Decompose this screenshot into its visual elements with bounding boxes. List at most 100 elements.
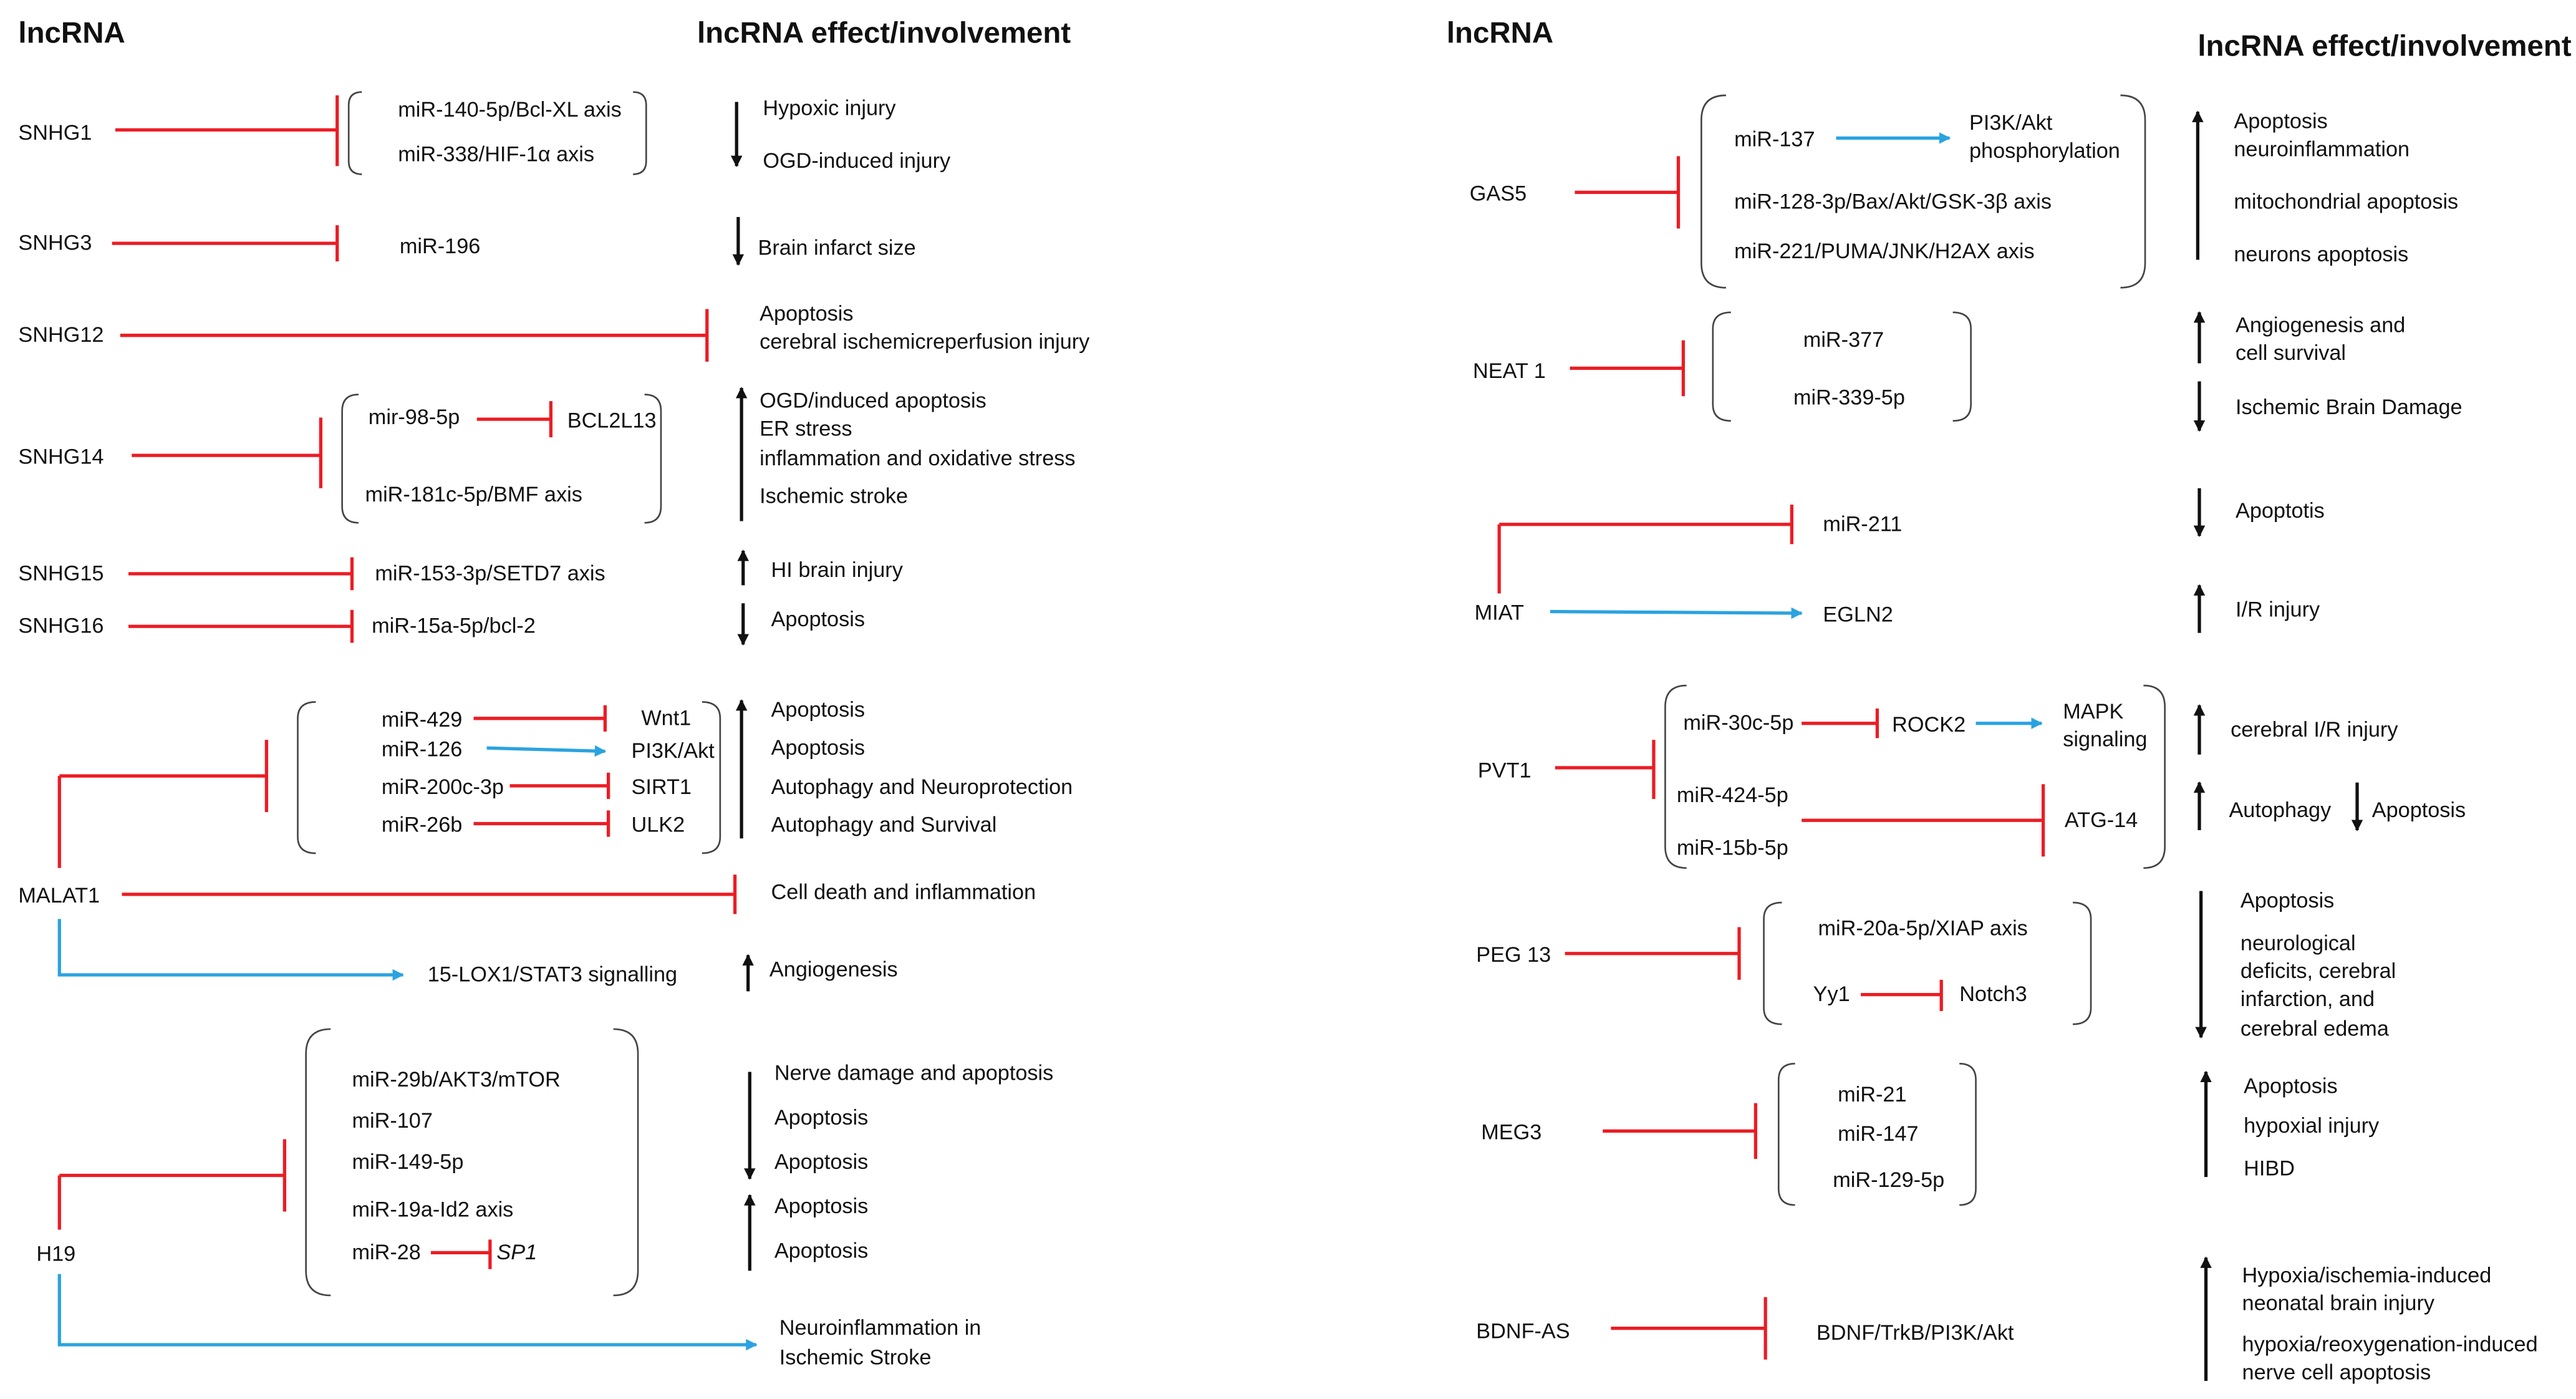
bracket-malat1-close xyxy=(702,701,721,854)
target-snhg14-1b: BCL2L13 xyxy=(567,409,657,432)
gene-gas5-pi3k-1: PI3K/Akt xyxy=(1969,111,2053,135)
inhibit-peg13 xyxy=(1565,927,1943,1011)
gene-malat1-sirt1: SIRT1 xyxy=(632,775,692,799)
mir-gas5-128: miR-128-3p/Bax/Akt/GSK-3β axis xyxy=(1734,190,2052,214)
mir-pvt1-15b: miR-15b-5p xyxy=(1677,836,1788,860)
inhibit-neat1 xyxy=(1570,340,1686,397)
mir-neat1-377: miR-377 xyxy=(1803,328,1884,352)
mir-malat1-200c: miR-200c-3p xyxy=(382,775,504,799)
lncrna-peg13: PEG 13 xyxy=(1476,943,1551,967)
inhibit-snhg3 xyxy=(112,225,339,262)
gene-peg13-yy1: Yy1 xyxy=(1813,982,1850,1006)
mir-meg3-129: miR-129-5p xyxy=(1833,1168,1944,1192)
effect-malat1-2: Apoptosis xyxy=(771,736,865,760)
effect-h19-3: Apoptosis xyxy=(774,1150,868,1174)
gene-pvt1-mapk-1: MAPK xyxy=(2063,700,2123,724)
effect-snhg12-1: Apoptosis xyxy=(760,302,853,326)
mir-gas5-137: miR-137 xyxy=(1734,128,1815,152)
snhg12-block: SNHG12 Apoptosis cerebral ischemicreperf… xyxy=(18,302,1090,362)
inhibit-malat1-death xyxy=(122,874,737,914)
effect-snhg14-3: inflammation and oxidative stress xyxy=(760,447,1075,470)
bracket-meg3-close xyxy=(1959,1062,1977,1206)
inhibit-malat1-targets xyxy=(473,705,610,837)
gene-h19-sp1: SP1 xyxy=(496,1241,537,1264)
meg3-block: MEG3 miR-21 miR-147 miR-129-5p Apoptosis… xyxy=(1481,1062,2380,1206)
snhg14-block: SNHG14 mir-98-5p BCL2L13 miR-181c-5p/BMF… xyxy=(18,387,1075,524)
effect-peg13-5: cerebral edema xyxy=(2241,1017,2390,1041)
lncrna-neat1: NEAT 1 xyxy=(1473,359,1546,383)
effect-meg3-3: HIBD xyxy=(2244,1157,2295,1181)
mir-malat1-26b: miR-26b xyxy=(382,813,462,837)
target-bdnf: BDNF/TrkB/PI3K/Akt xyxy=(1816,1321,2014,1345)
snhg1-block: SNHG1 miR-140-5p/Bcl-XL axis miR-338/HIF… xyxy=(18,91,951,175)
effect-pvt1-2: Autophagy xyxy=(2229,798,2332,822)
effect-snhg15-1: HI brain injury xyxy=(771,558,904,582)
gene-pvt1-mapk-2: signaling xyxy=(2063,728,2147,752)
inhibit-gas5 xyxy=(1575,156,1681,229)
bracket-gas5-open xyxy=(1700,94,1726,289)
bracket-snhg1-close xyxy=(633,91,647,175)
lncrna-bdnf-as: BDNF-AS xyxy=(1476,1319,1570,1343)
target-snhg15-1: miR-153-3p/SETD7 axis xyxy=(375,561,605,585)
effect-malat1-1: Apoptosis xyxy=(771,698,865,722)
effect-h19-2: Apoptosis xyxy=(774,1106,868,1130)
gas5-block: GAS5 miR-137 PI3K/Akt phosphorylation mi… xyxy=(1470,94,2458,289)
effect-miat-1: Apoptotis xyxy=(2236,499,2325,523)
lncrna-snhg16: SNHG16 xyxy=(18,614,104,638)
lncrna-snhg12: SNHG12 xyxy=(18,323,104,347)
effect-snhg12-2: cerebral ischemicreperfusion injury xyxy=(760,330,1090,354)
inhibit-pvt1 xyxy=(1555,708,2045,857)
effect-h19-4: Apoptosis xyxy=(774,1194,868,1218)
target-snhg14-2: miR-181c-5p/BMF axis xyxy=(365,483,582,506)
effect-neat1-1: Angiogenesis and xyxy=(2236,313,2405,337)
lncrna-h19: H19 xyxy=(36,1242,75,1266)
inhibit-h19-mirs xyxy=(57,1139,492,1269)
mir-h19-107: miR-107 xyxy=(352,1109,432,1133)
effect-h19-5: Apoptosis xyxy=(774,1239,868,1262)
effect-peg13-1: Apoptosis xyxy=(2241,889,2334,912)
gene-malat1-wnt1: Wnt1 xyxy=(641,706,691,730)
effect-peg13-4: infarction, and xyxy=(2241,987,2375,1011)
gene-pvt1-atg14: ATG-14 xyxy=(2065,808,2138,832)
bracket-meg3-open xyxy=(1777,1062,1795,1206)
mir-neat1-339: miR-339-5p xyxy=(1793,385,1905,409)
effect-malat1-6: Angiogenesis xyxy=(769,958,898,982)
activate-miat-egln2 xyxy=(1550,607,1803,619)
lncrna-snhg3: SNHG3 xyxy=(18,231,92,255)
effect-snhg14-4: Ischemic stroke xyxy=(760,485,908,508)
effect-peg13-2: neurological xyxy=(2241,931,2356,955)
effect-gas5-1: Apoptosis xyxy=(2234,110,2327,133)
lncrna-gas5: GAS5 xyxy=(1470,182,1527,206)
inhibit-snhg16 xyxy=(128,609,354,643)
bracket-peg13-open xyxy=(1763,901,1782,1025)
effect-peg13-3: deficits, cerebral xyxy=(2241,959,2396,983)
effect-snhg1-1: Hypoxic injury xyxy=(763,97,896,120)
mir-h19-29b: miR-29b/AKT3/mTOR xyxy=(352,1068,560,1092)
effect-pvt1-3: Apoptosis xyxy=(2372,798,2466,822)
bracket-neat1-open xyxy=(1712,311,1731,422)
lncrna-pvt1: PVT1 xyxy=(1478,759,1532,783)
target-snhg1-2: miR-338/HIF-1α axis xyxy=(398,142,594,166)
effect-malat1-3: Autophagy and Neuroprotection xyxy=(771,775,1073,799)
h19-block: H19 miR-29b/AKT3/mTOR miR-107 miR-149-5p… xyxy=(36,1028,1053,1370)
inhibit-bdnf xyxy=(1611,1297,1767,1360)
mir-meg3-21: miR-21 xyxy=(1838,1083,1906,1106)
lncrna-meg3: MEG3 xyxy=(1481,1121,1541,1145)
lncrna-snhg14: SNHG14 xyxy=(18,445,104,468)
effect-meg3-2: hypoxial injury xyxy=(2244,1114,2380,1138)
pvt1-block: PVT1 miR-30c-5p ROCK2 MAPK signaling miR… xyxy=(1478,684,2466,869)
bdnf-block: BDNF-AS BDNF/TrkB/PI3K/Akt Hypoxia/ische… xyxy=(1476,1256,2538,1384)
effect-miat-2: I/R injury xyxy=(2236,598,2320,621)
mir-malat1-429: miR-429 xyxy=(382,708,462,732)
effect-bdnf-1: Hypoxia/ischemia-induced xyxy=(2242,1264,2492,1287)
effect-snhg16-1: Apoptosis xyxy=(771,608,865,631)
mir-h19-149: miR-149-5p xyxy=(352,1150,463,1174)
effect-snhg1-2: OGD-induced injury xyxy=(763,149,951,173)
effect-gas5-2: neuroinflammation xyxy=(2234,137,2410,161)
snhg16-block: SNHG16 miR-15a-5p/bcl-2 Apoptosis xyxy=(18,603,865,646)
effect-malat1-4: Autophagy and Survival xyxy=(771,813,997,837)
header-effect-left: lncRNA effect/involvement xyxy=(697,17,1071,50)
mir-peg13-20a: miR-20a-5p/XIAP axis xyxy=(1818,917,2028,941)
mir-pvt1-424: miR-424-5p xyxy=(1677,783,1788,807)
bracket-h19-open xyxy=(305,1028,331,1297)
